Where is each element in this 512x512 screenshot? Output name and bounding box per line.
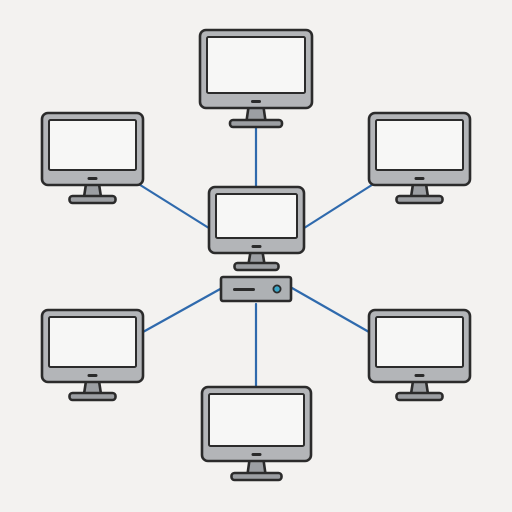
monitor-power-indicator (251, 100, 261, 103)
link-upper-right (299, 181, 377, 232)
monitor-stand-base (395, 391, 444, 402)
monitor-stand-base (68, 391, 117, 402)
monitor-screen (48, 316, 137, 368)
monitor-screen (48, 119, 137, 171)
monitor-power-indicator (414, 177, 425, 180)
monitor-screen (206, 36, 306, 94)
monitor-stand-base (395, 194, 444, 205)
hub-drive-slot (233, 288, 255, 291)
link-lower-left (141, 286, 224, 334)
monitor-power-indicator (251, 245, 262, 248)
hub-status-led (272, 284, 282, 294)
computer-top (198, 28, 314, 129)
monitor-power-indicator (414, 374, 425, 377)
computer-lower-left (40, 308, 145, 402)
hub-box-body (219, 275, 293, 303)
monitor-stand-base (68, 194, 117, 205)
monitor-stand-base (228, 118, 284, 129)
monitor-screen (375, 316, 464, 368)
monitor-screen (215, 193, 298, 239)
link-upper-left (135, 181, 214, 232)
computer-upper-right (367, 111, 472, 205)
network-links (135, 126, 377, 389)
computer-lower-right (367, 308, 472, 402)
computer-bottom (200, 385, 313, 482)
monitor-power-indicator (251, 453, 262, 456)
monitor-stand-base (230, 471, 283, 482)
monitor-screen (208, 393, 305, 447)
network-nodes (40, 28, 472, 482)
monitor-stand-base (233, 261, 280, 272)
monitor-power-indicator (87, 374, 98, 377)
network-hub-box (219, 275, 293, 303)
link-lower-right (290, 286, 371, 334)
computer-upper-left (40, 111, 145, 205)
computer-center (207, 185, 306, 272)
monitor-screen (375, 119, 464, 171)
monitor-power-indicator (87, 177, 98, 180)
